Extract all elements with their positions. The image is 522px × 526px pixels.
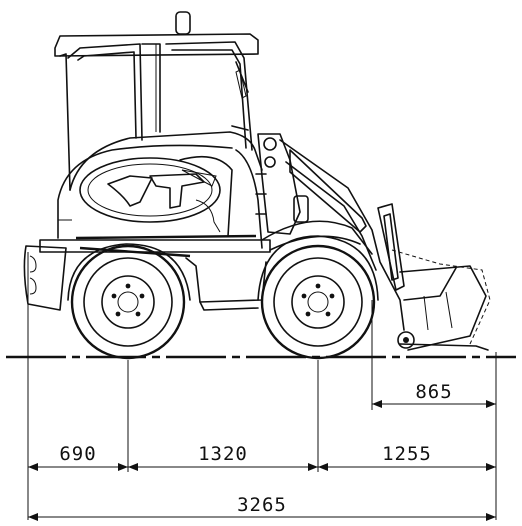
extension-lines bbox=[27, 252, 497, 520]
hydraulic-block bbox=[293, 195, 309, 223]
loader-arm bbox=[255, 133, 405, 331]
label-865: 865 bbox=[415, 381, 452, 403]
beacon-light bbox=[175, 11, 191, 35]
label-3265: 3265 bbox=[237, 494, 287, 516]
body bbox=[23, 131, 271, 311]
cab bbox=[54, 11, 259, 191]
bucket bbox=[391, 249, 491, 351]
rear-wheel bbox=[67, 243, 191, 360]
label-690: 690 bbox=[59, 443, 96, 465]
logo-ellipse bbox=[79, 157, 221, 223]
label-1255: 1255 bbox=[382, 443, 432, 465]
logo-mark bbox=[107, 175, 153, 207]
dim-overall: 3265 bbox=[28, 494, 496, 521]
frame bbox=[185, 257, 267, 311]
dim-row: 690 1320 1255 bbox=[28, 443, 496, 471]
bucket-pivot bbox=[397, 331, 415, 349]
label-1320: 1320 bbox=[198, 443, 248, 465]
front-wheel bbox=[257, 235, 379, 360]
dim-front-overhang: 865 bbox=[372, 381, 496, 408]
